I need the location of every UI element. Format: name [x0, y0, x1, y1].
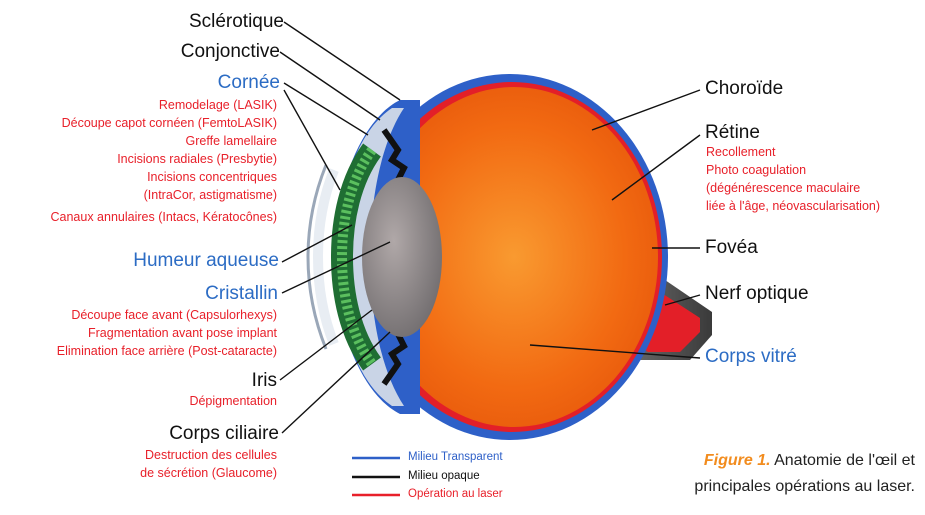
- cristallin-op-2: Fragmentation avant pose implant: [57, 324, 277, 342]
- corps-ciliaire-op-1: Destruction des cellules: [140, 446, 277, 464]
- cornee-op-5: Incisions concentriques: [50, 168, 277, 186]
- label-choroide: Choroïde: [705, 78, 783, 100]
- cristallin-operations: Découpe face avant (Capsulorhexys) Fragm…: [57, 306, 277, 360]
- legend-swatches: [352, 458, 400, 495]
- label-fovea: Fovéa: [705, 237, 758, 259]
- caption-line-2: principales opérations au laser.: [694, 474, 915, 500]
- cristallin-op-1: Découpe face avant (Capsulorhexys): [57, 306, 277, 324]
- caption-text-1: Anatomie de l'œil et: [774, 452, 915, 469]
- legend-laser-text: Opération au laser: [408, 488, 503, 501]
- label-cristallin: Cristallin: [205, 283, 278, 305]
- label-nerf-optique: Nerf optique: [705, 283, 809, 305]
- cornee-op-7: Canaux annulaires (Intacs, Kératocônes): [50, 208, 277, 226]
- cornee-operations: Remodelage (LASIK) Découpe capot cornéen…: [50, 96, 277, 226]
- leader-cornee-2: [284, 90, 340, 190]
- leader-sclerotique: [284, 22, 400, 100]
- label-humeur-aqueuse: Humeur aqueuse: [133, 250, 279, 272]
- caption-figure-number: Figure 1.: [704, 452, 771, 469]
- leader-choroide: [592, 90, 700, 130]
- cornee-op-1: Remodelage (LASIK): [50, 96, 277, 114]
- crystalline-lens: [362, 177, 442, 337]
- retine-op-1: Recollement: [706, 143, 880, 161]
- iris-operations: Dépigmentation: [189, 392, 277, 410]
- iris-op-1: Dépigmentation: [189, 392, 277, 410]
- label-cornee: Cornée: [218, 72, 280, 94]
- cornee-op-4: Incisions radiales (Presbytie): [50, 150, 277, 168]
- legend-transparent-text: Milieu Transparent: [408, 451, 503, 464]
- corps-ciliaire-operations: Destruction des cellules de sécrétion (G…: [140, 446, 277, 482]
- cornee-op-3: Greffe lamellaire: [50, 132, 277, 150]
- label-retine: Rétine: [705, 122, 760, 144]
- cornee-op-6: (IntraCor, astigmatisme): [50, 186, 277, 204]
- retine-op-4: liée à l'âge, néovascularisation): [706, 197, 880, 215]
- legend-opaque-text: Milieu opaque: [408, 470, 480, 483]
- label-iris: Iris: [252, 370, 277, 392]
- label-corps-ciliaire: Corps ciliaire: [169, 423, 279, 445]
- leader-cornee: [284, 83, 368, 135]
- corps-ciliaire-op-2: de sécrétion (Glaucome): [140, 464, 277, 482]
- label-corps-vitre: Corps vitré: [705, 346, 797, 368]
- retine-op-2: Photo coagulation: [706, 161, 880, 179]
- caption-line-1: Figure 1. Anatomie de l'œil et: [694, 448, 915, 474]
- cornee-op-2: Découpe capot cornéen (FemtoLASIK): [50, 114, 277, 132]
- figure-caption: Figure 1. Anatomie de l'œil et principal…: [694, 448, 915, 500]
- retine-op-3: (dégénérescence maculaire: [706, 179, 880, 197]
- retine-operations: Recollement Photo coagulation (dégénéres…: [706, 143, 880, 215]
- cristallin-op-3: Elimination face arrière (Post-cataracte…: [57, 342, 277, 360]
- label-sclerotique: Sclérotique: [189, 11, 284, 33]
- label-conjonctive: Conjonctive: [181, 41, 280, 63]
